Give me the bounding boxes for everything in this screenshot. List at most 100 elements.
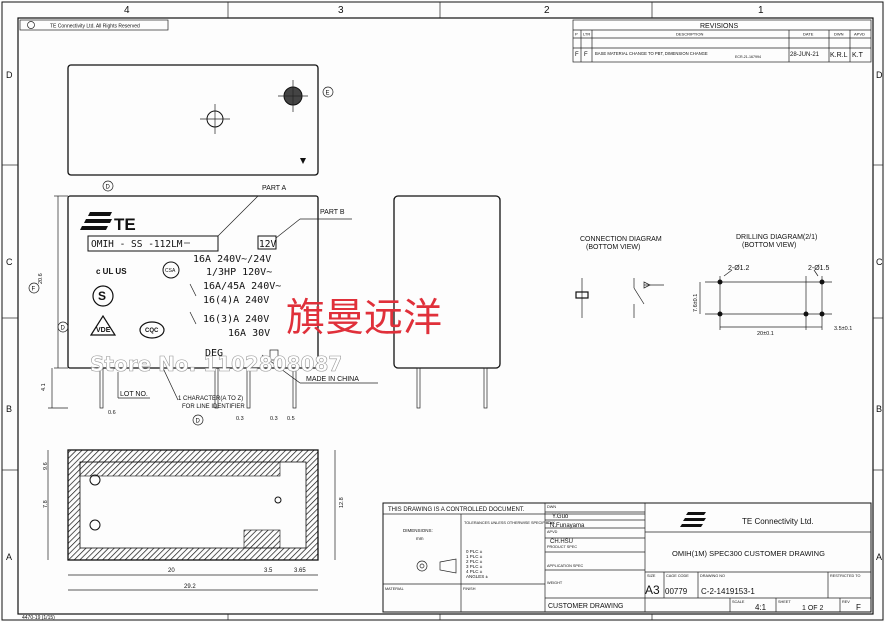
drilling-title: DRILLING DIAGRAM(2/1) [736,234,817,241]
rev-header-apvd: APVD [854,32,865,37]
zone-row-d-right: D [876,70,883,80]
te-logo-text: TE [114,215,136,234]
revisions-title: REVISIONS [700,23,738,30]
bottom-view [47,449,336,591]
rating-line-5: 16(3)A 240V [203,314,269,325]
cert-ul-mark: c UL US [96,267,127,276]
rev-row-date: 28-JUN-21 [790,52,820,58]
zone-row-b-left: B [6,404,12,414]
customer-drawing-footer: CUSTOMER DRAWING [548,603,623,610]
inner-border [17,17,874,615]
voltage-box-text: 12V [259,239,276,250]
rating-line-6: 16A 30V [228,328,270,339]
front-view [28,180,378,426]
made-in-china: MADE IN CHINA [306,376,359,383]
zone-row-c-right: C [876,257,883,267]
form-number: 4470-19 (1/15) [22,615,55,621]
bottom-dim-3-5: 3.5 [264,568,273,574]
size-label: SIZE [647,574,656,578]
dim-pin-gap-3: 0.5 [287,416,295,422]
drill-dim-h: 7.6±0.1 [693,294,699,312]
rating-line-2: 1/3HP 120V~ [206,267,272,278]
rating-line-3: 16A/45A 240V~ [203,281,281,292]
zone-col-4: 4 [124,5,130,16]
dim-pin-width: 0.6 [108,410,116,416]
cage-label: CAGE CODE [666,574,689,578]
connection-symbol [575,278,664,318]
callout-f: F [32,287,36,293]
tol-row-3: 3 PLC ± [466,564,483,569]
cert-csa-mark: CSA [165,268,176,274]
zone-row-b-right: B [876,404,882,414]
revisions-block [572,19,872,63]
bottom-dim-12-8: 12.8 [339,497,345,508]
bottom-dim-20: 20 [168,568,175,574]
cage-value: 00779 [665,587,688,596]
rev-header-description: DESCRIPTION [676,32,703,37]
bottom-dim-29-2: 29.2 [184,584,196,590]
rev-header-ltr: LTR [583,32,590,37]
rev-row-ltr: F [584,52,588,58]
apvd-label: APVD [547,530,558,534]
part-number: OMIH - SS -112LM [91,239,183,250]
drill-dim-w: 20±0.1 [757,331,774,337]
cert-s-mark: S [98,289,106,303]
zone-col-1: 1 [758,5,764,16]
size-value: A3 [645,583,660,597]
zone-col-3: 3 [338,5,344,16]
rev-header-dwn: DWN [834,32,844,37]
tol-row-2: 2 PLC ± [466,559,483,564]
drawing-no-value: C-2-1419153-1 [701,587,755,596]
application-spec-label: APPLICATION SPEC [547,564,583,568]
zone-col-2: 2 [544,5,550,16]
watermark-chinese: 旗曼远洋 [286,296,442,341]
rev-label: REV [842,600,850,604]
rev-header-date: DATE [803,32,814,37]
char-note-1: 1 CHARACTER(A TO Z) [178,396,243,402]
apvd-name: CH.HSU [550,539,573,545]
callout-d-front: D [106,185,111,191]
zone-row-a-left: A [6,552,12,562]
drill-hole-1: 2-Ø1.2 [728,265,750,272]
bottom-dim-7-8: 7.8 [43,500,49,508]
tol-row-0: 0 PLC ± [466,549,483,554]
bottom-dim-9-6: 9.6 [43,462,49,470]
rating-line-1: 16A 240V~/24V [193,254,271,265]
scale-value: 4:1 [755,603,767,612]
title-block [382,502,872,613]
restricted-label: RESTRICTED TO [830,574,860,578]
top-view [67,64,334,176]
tolerance-label: TOLERANCES UNLESS OTHERWISE SPECIFIED: [464,521,552,525]
part-b-label: PART B [320,209,345,216]
drilling-subtitle: (BOTTOM VIEW) [742,242,796,249]
zone-row-d-left: D [6,70,13,80]
tol-row-angles: ANGLES ± [466,574,489,579]
rev-value: F [856,603,861,612]
char-note-2: FOR LINE IDENTIFIER [182,404,245,410]
cert-vde-mark: VDE [96,327,111,334]
dim-pin-length: 4.1 [41,383,47,391]
product-spec-label: PRODUCT SPEC [547,545,577,549]
lot-no-label: LOT NO. [120,391,148,398]
drilling-pattern [699,269,832,330]
callout-d-side: D [61,326,66,332]
zone-row-a-right: A [876,552,882,562]
bottom-dim-3-65: 3.65 [294,568,306,574]
tol-row-1: 1 PLC ± [466,554,483,559]
dwn-name: Y.Guo [552,514,569,520]
copyright-box [19,19,169,31]
rev-header-p: P [575,32,578,37]
drawing-title: OMIH(1M) SPEC300 CUSTOMER DRAWING [672,549,825,558]
zone-row-c-left: C [6,257,13,267]
dim-pin-gap-2: 0.3 [270,416,278,422]
rev-row-dwn: K.R.L [830,52,848,59]
sheet-label: SHEET [778,600,791,604]
chk-name: N.Funayama [550,523,585,529]
dimensions-unit: mm [416,536,424,541]
part-a-label: PART A [262,185,286,192]
sheet-value: 1 OF 2 [802,605,824,612]
cert-cqc-mark: CQC [145,328,159,334]
